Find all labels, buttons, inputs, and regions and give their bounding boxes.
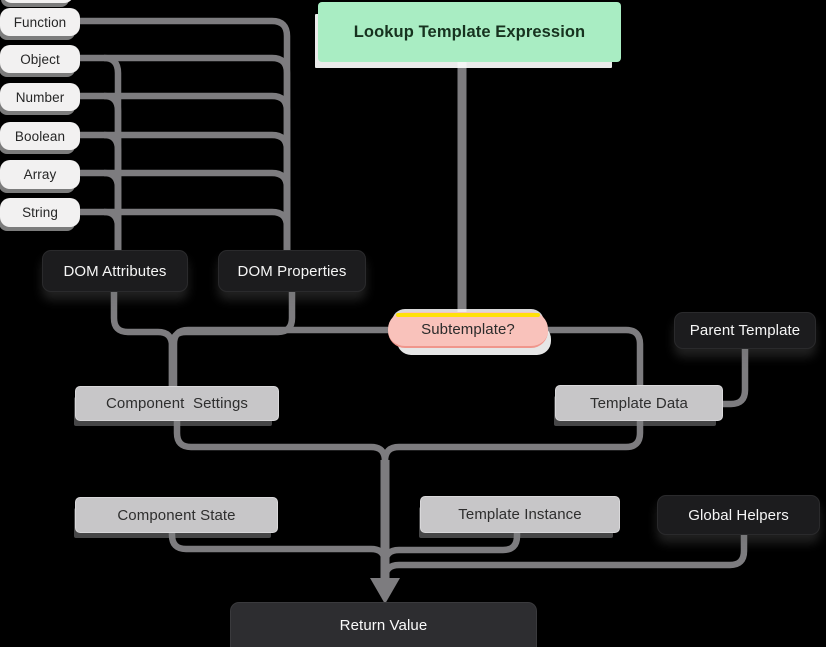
wire-settings-trunk [173, 418, 389, 472]
node-parent-template: Parent Template [674, 312, 816, 349]
node-global-helpers: Global Helpers [657, 495, 820, 535]
wire-string-left [103, 208, 122, 252]
wire-array-left [103, 169, 122, 252]
node-function-label: Function [13, 14, 67, 30]
node-component-state: Component State [75, 497, 278, 533]
node-number: Number [0, 83, 80, 111]
node-object-label: Object [20, 51, 60, 67]
wire-number-left [103, 92, 122, 252]
wire-object-right [76, 54, 291, 252]
node-function: Function [0, 8, 80, 36]
node-dom-properties-label: DOM Properties [237, 262, 347, 280]
wire-boolean-right [76, 131, 291, 252]
node-global-helpers-label: Global Helpers [688, 506, 789, 524]
node-clipped-top [2, 0, 74, 3]
node-template-instance-label: Template Instance [458, 506, 582, 523]
wire-array-right [76, 169, 291, 252]
wire-string-right [76, 208, 291, 252]
node-string-label: String [22, 205, 58, 220]
wire-parent-templatedata [718, 347, 749, 408]
node-array: Array [0, 160, 80, 189]
node-boolean: Boolean [0, 122, 80, 150]
wire-helpers-trunk [381, 532, 748, 580]
node-lookup-label: Lookup Template Expression [353, 22, 586, 41]
node-template-instance: Template Instance [420, 496, 620, 533]
node-dom-properties: DOM Properties [218, 250, 366, 292]
node-return-value-label: Return Value [339, 616, 428, 634]
wire-subtemplate-templatedata [381, 326, 644, 472]
node-template-data-label: Template Data [589, 394, 689, 412]
node-subtemplate: Subtemplate? [388, 312, 548, 348]
node-subtemplate-label: Subtemplate? [421, 320, 515, 338]
node-dom-attributes-label: DOM Attributes [63, 262, 167, 280]
node-object: Object [0, 45, 80, 73]
wire-domprops-settings [168, 292, 296, 390]
wire-subtemplate-settings [170, 326, 390, 390]
wire-number-right [76, 92, 291, 252]
node-component-settings-label: Component Settings [106, 395, 248, 412]
node-number-label: Number [15, 89, 65, 105]
node-return-value: Return Value [230, 602, 537, 647]
node-component-state-label: Component State [117, 506, 236, 524]
node-lookup-template-expression: Lookup Template Expression [318, 2, 621, 62]
node-component-settings: Component Settings [75, 386, 279, 421]
arrowhead-return [370, 578, 400, 604]
node-array-label: Array [23, 167, 57, 182]
wire-domattr-settings [110, 292, 176, 390]
node-string: String [0, 198, 80, 227]
wire-function-right [76, 17, 291, 252]
node-dom-attributes: DOM Attributes [42, 250, 188, 292]
node-template-data: Template Data [555, 385, 723, 421]
wire-object-left [103, 54, 122, 252]
node-parent-template-label: Parent Template [689, 322, 801, 339]
wire-instance-trunk [381, 530, 521, 565]
wire-boolean-left [103, 131, 122, 252]
node-boolean-label: Boolean [14, 128, 66, 144]
wire-state-trunk [168, 529, 389, 564]
